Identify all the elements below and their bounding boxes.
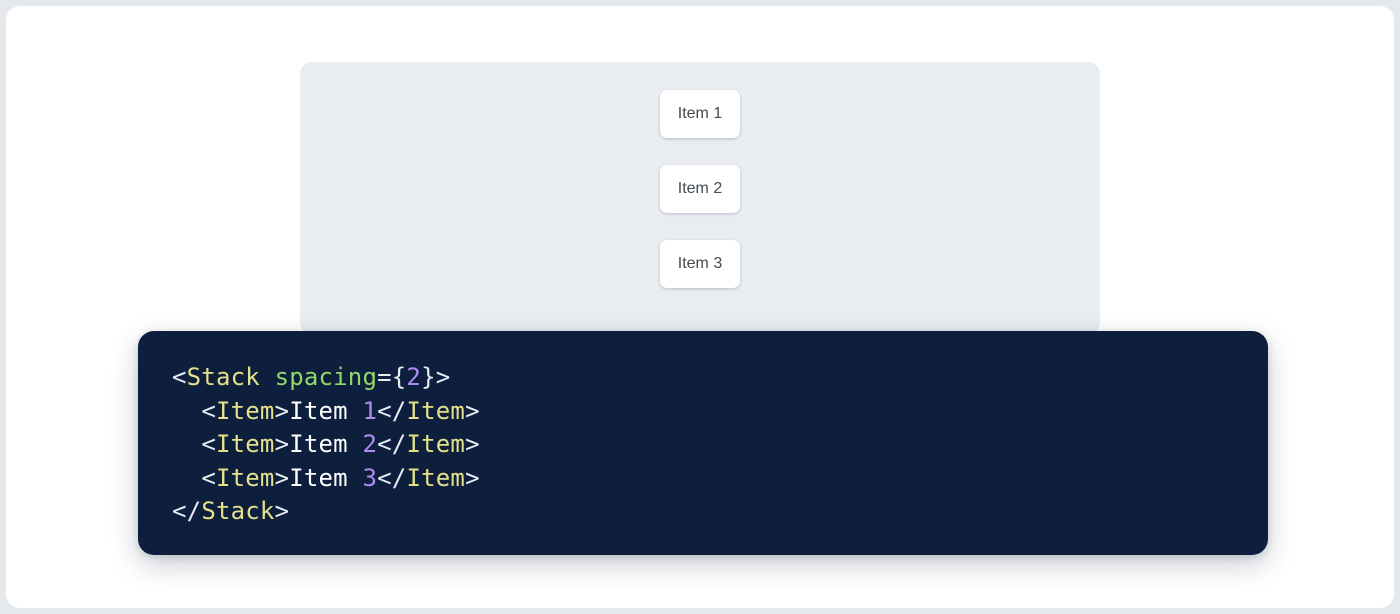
code-token-punct: > [275, 464, 290, 492]
code-token-punct: > [275, 430, 290, 458]
code-line: <Stack spacing={2}> [172, 361, 1234, 395]
code-line: <Item>Item 1</Item> [172, 395, 1234, 429]
stack-item[interactable]: Item 3 [660, 240, 740, 288]
code-token-number: 2 [362, 430, 377, 458]
code-token-tag: Item [216, 464, 275, 492]
code-token-punct: > [465, 464, 480, 492]
code-line: <Item>Item 3</Item> [172, 462, 1234, 496]
stack-item-label: Item 3 [678, 255, 722, 273]
stack-item[interactable]: Item 2 [660, 165, 740, 213]
code-token-tag: Stack [201, 497, 274, 525]
code-token-punct: < [201, 464, 216, 492]
code-token-text: Item [289, 464, 362, 492]
code-token-punct: < [201, 430, 216, 458]
code-token-tag: Stack [187, 363, 260, 391]
stack-container: Item 1 Item 2 Item 3 [660, 90, 740, 288]
code-token-punct: </ [377, 430, 406, 458]
code-snippet-block[interactable]: <Stack spacing={2}> <Item>Item 1</Item> … [138, 331, 1268, 555]
stack-item-label: Item 1 [678, 105, 722, 123]
code-token-punct: < [201, 397, 216, 425]
code-token-tag: Item [406, 464, 465, 492]
code-token-punct: > [275, 497, 290, 525]
code-token-punct: </ [377, 397, 406, 425]
code-line: </Stack> [172, 495, 1234, 529]
app-card: Item 1Item 2Item 3 <Stack spacing={2}> <… [6, 6, 1394, 608]
code-snippet-text: <Stack spacing={2}> <Item>Item 1</Item> … [172, 361, 1234, 529]
code-token-number: 1 [362, 397, 377, 425]
code-token-tag: Item [406, 430, 465, 458]
code-token-text: Item [289, 397, 362, 425]
code-token-tag: Item [216, 430, 275, 458]
code-line: <Item>Item 2</Item> [172, 428, 1234, 462]
code-token-tag: Item [216, 397, 275, 425]
code-token-attr: spacing [275, 363, 378, 391]
code-token-punct [260, 363, 275, 391]
code-token-punct: > [465, 397, 480, 425]
code-token-punct: ={ [377, 363, 406, 391]
code-token-punct: }> [421, 363, 450, 391]
stack-item[interactable]: Item 1 [660, 90, 740, 138]
code-token-tag: Item [406, 397, 465, 425]
code-token-punct: </ [377, 464, 406, 492]
stack-item-label: Item 2 [678, 180, 722, 198]
code-token-punct: > [275, 397, 290, 425]
code-token-number: 2 [406, 363, 421, 391]
code-token-number: 3 [362, 464, 377, 492]
code-token-text: Item [289, 430, 362, 458]
component-preview-panel: Item 1 Item 2 Item 3 [300, 62, 1100, 334]
code-token-punct: </ [172, 497, 201, 525]
code-token-punct: > [465, 430, 480, 458]
code-token-punct: < [172, 363, 187, 391]
